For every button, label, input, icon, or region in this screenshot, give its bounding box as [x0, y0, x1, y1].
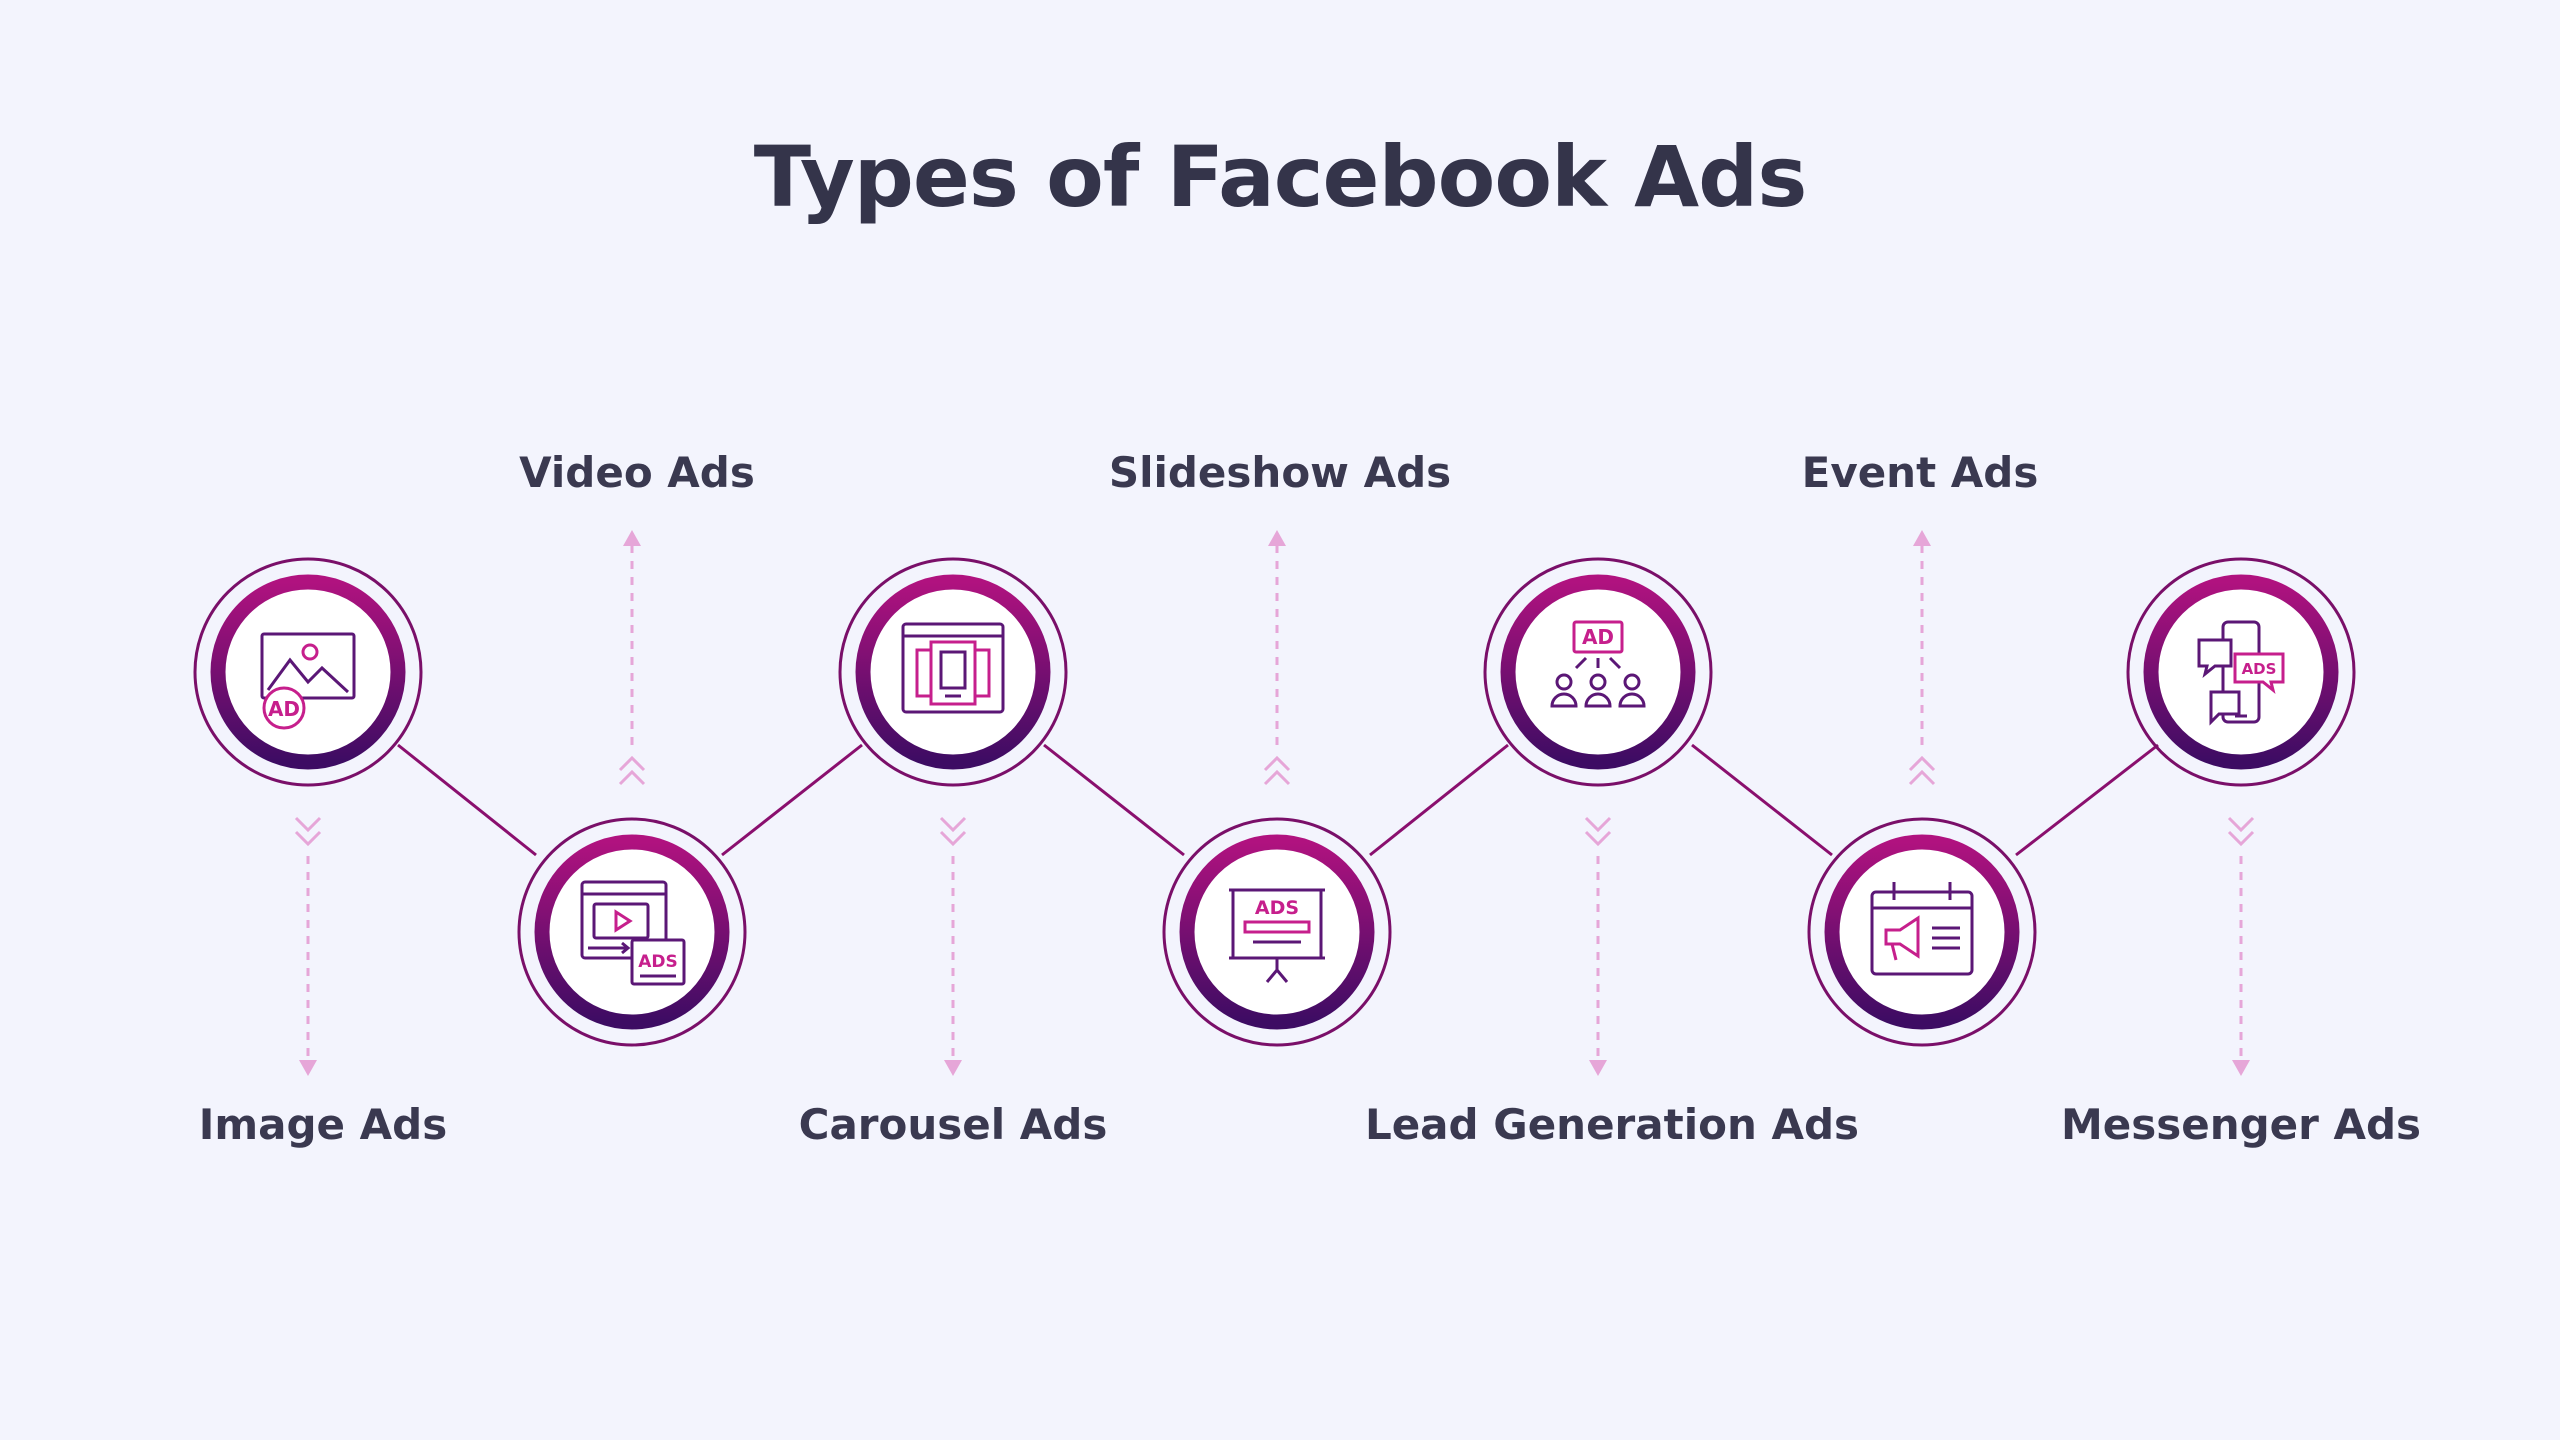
label-carousel-ads: Carousel Ads: [798, 1100, 1108, 1149]
node-outer-ring: [193, 557, 423, 787]
node-slideshow-ads: ADS: [1162, 817, 1392, 1047]
arrow-down-1: [294, 816, 322, 1076]
dashed-arrows: [294, 530, 2255, 1076]
node-video-ads: ADS: [517, 817, 747, 1047]
label-event-ads: Event Ads: [1801, 448, 2039, 497]
arrow-down-5: [1584, 816, 1612, 1076]
node-outer-ring: [517, 817, 747, 1047]
arrow-up-2: [618, 530, 646, 786]
svg-text:ADS: ADS: [638, 952, 678, 972]
node-outer-ring: [2126, 557, 2356, 787]
node-outer-ring: [1162, 817, 1392, 1047]
connector-3-4: [1043, 743, 1185, 857]
node-outer-ring: [1483, 557, 1713, 787]
image-ad-icon: AD: [260, 632, 356, 730]
carousel-ad-icon: [901, 622, 1005, 714]
node-outer-ring: [1807, 817, 2037, 1047]
node-inner-ring: [1824, 834, 2020, 1030]
connector-4-5: [1369, 743, 1509, 857]
node-carousel-ads: [838, 557, 1068, 787]
connector-6-7: [2015, 743, 2159, 857]
connector-1-2: [397, 743, 537, 857]
label-slideshow-ads: Slideshow Ads: [1108, 448, 1452, 497]
label-lead-generation-ads: Lead Generation Ads: [1364, 1100, 1860, 1149]
messenger-ad-icon: ADS: [2197, 620, 2285, 726]
node-lead-generation-ads: AD: [1483, 557, 1713, 787]
node-inner-ring: [210, 574, 406, 770]
label-video-ads: Video Ads: [519, 448, 755, 497]
arrow-down-7: [2227, 816, 2255, 1076]
node-inner-ring: [1500, 574, 1696, 770]
video-ad-icon: ADS: [580, 880, 686, 986]
connector-2-3: [721, 743, 863, 857]
node-messenger-ads: ADS: [2126, 557, 2356, 787]
svg-text:ADS: ADS: [2242, 660, 2277, 678]
svg-text:ADS: ADS: [1255, 897, 1299, 919]
node-event-ads: [1807, 817, 2037, 1047]
slideshow-ad-icon: ADS: [1229, 888, 1325, 983]
event-ad-icon: [1870, 882, 1974, 976]
svg-text:AD: AD: [1582, 625, 1614, 649]
arrow-up-6: [1908, 530, 1936, 786]
connector-lines: [397, 743, 2159, 857]
svg-text:AD: AD: [268, 697, 300, 721]
page-title: Types of Facebook Ads: [753, 128, 1808, 226]
lead-generation-ad-icon: AD: [1550, 620, 1646, 708]
label-messenger-ads: Messenger Ads: [2060, 1100, 2422, 1149]
arrow-down-3: [939, 816, 967, 1076]
label-image-ads: Image Ads: [198, 1100, 448, 1149]
node-outer-ring: [838, 557, 1068, 787]
node-inner-ring: [534, 834, 730, 1030]
node-image-ads: AD: [193, 557, 423, 787]
connector-5-6: [1691, 743, 1833, 857]
arrow-up-4: [1263, 530, 1291, 786]
